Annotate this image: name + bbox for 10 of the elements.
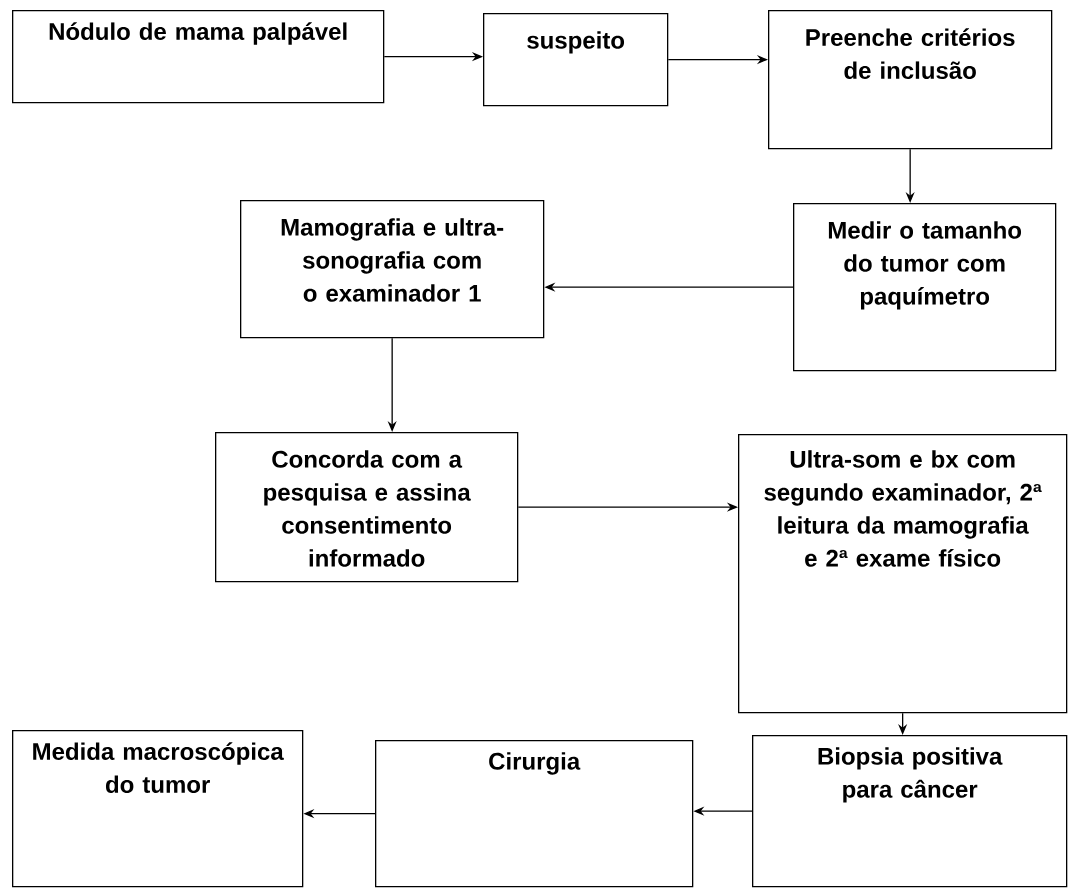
process-box: Biopsia positiva para câncer — [752, 735, 1068, 888]
process-box: Medida macroscópica do tumor — [12, 730, 304, 888]
process-box: Preenche critérios de inclusão — [768, 10, 1053, 150]
process-box: Medir o tamanho do tumor com paquímetro — [793, 203, 1057, 372]
process-box: Nódulo de mama palpável — [12, 10, 385, 104]
process-box: Ultra-som e bx com segundo examinador, 2ª leitura da mamografia e 2ª exame físico — [738, 434, 1068, 714]
process-box: Concorda com a pesquisa e assina consentimento informado — [215, 432, 519, 583]
process-box: Mamografia e ultra-sonografia com o examinador 1 — [240, 200, 545, 339]
process-box: Cirurgia — [375, 740, 694, 888]
process-box: suspeito — [483, 13, 669, 107]
